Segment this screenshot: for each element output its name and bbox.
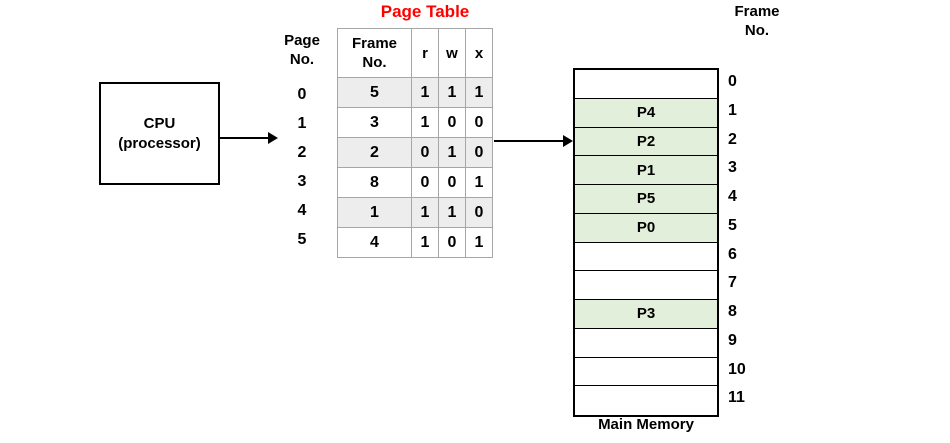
page-table-cell-x: 1 <box>465 167 493 198</box>
memory-frame-9 <box>575 328 717 358</box>
page-no-4: 4 <box>297 202 307 219</box>
page-no-1: 1 <box>297 115 307 132</box>
page-no-header-line2: No. <box>289 51 315 68</box>
memory-frame-4: P5 <box>575 185 717 214</box>
frame-no-header: Frame No. <box>718 2 796 40</box>
page-table-cell-x: 0 <box>465 197 493 228</box>
memory-frame-8: P3 <box>575 300 717 329</box>
page-table-cell-frame-no: 5 <box>337 77 412 108</box>
arrow-page-table-to-memory <box>494 140 565 142</box>
page-no-3: 3 <box>297 173 307 190</box>
table-row: 8 0 0 1 <box>337 167 493 198</box>
arrow-page-table-to-memory-head <box>563 135 573 147</box>
page-table-cell-r: 1 <box>411 107 439 138</box>
page-table-cell-w: 1 <box>438 197 466 228</box>
frame-no-7: 7 <box>728 274 737 292</box>
memory-frame-11 <box>575 386 717 415</box>
cpu-box: CPU (processor) <box>99 82 220 185</box>
page-table-cell-frame-no: 8 <box>337 167 412 198</box>
page-no-list: 0 1 2 3 4 5 <box>272 80 332 254</box>
table-row: 1 1 1 0 <box>337 197 493 228</box>
frame-no-header-line2: No. <box>744 22 770 39</box>
page-table-cell-r: 0 <box>411 167 439 198</box>
frame-no-8: 8 <box>728 303 737 320</box>
frame-no-3: 3 <box>728 159 737 177</box>
page-table-cell-r: 0 <box>411 137 439 168</box>
page-table-cell-r: 1 <box>411 197 439 228</box>
memory-frame-1: P4 <box>575 98 717 128</box>
table-row: 2 0 1 0 <box>337 137 493 168</box>
page-table-header-x: x <box>465 28 493 78</box>
main-memory-block: P4 P2 P1 P5 P0 P3 <box>573 68 719 417</box>
table-row: 5 1 1 1 <box>337 77 493 108</box>
main-memory-label: Main Memory <box>598 416 694 433</box>
frame-no-6: 6 <box>728 245 737 263</box>
page-no-5: 5 <box>297 231 307 248</box>
memory-frame-0 <box>575 70 717 99</box>
memory-frame-6 <box>575 242 717 272</box>
arrow-cpu-to-page-table-head <box>268 132 278 144</box>
page-table-cell-frame-no: 2 <box>337 137 412 168</box>
page-table-cell-frame-no: 1 <box>337 197 412 228</box>
frame-no-5: 5 <box>728 216 737 234</box>
page-table-cell-x: 1 <box>465 227 493 258</box>
page-table-cell-w: 0 <box>438 227 466 258</box>
page-table-cell-w: 0 <box>438 107 466 138</box>
page-table-header-row: Frame No. r w x <box>337 28 493 78</box>
frame-no-list: 0 1 2 3 4 5 6 7 8 9 10 11 <box>728 68 788 413</box>
page-table-cell-frame-no: 3 <box>337 107 412 138</box>
frame-col-header-line1: Frame <box>351 35 398 52</box>
page-table-cell-w: 1 <box>438 77 466 108</box>
frame-col-header-line2: No. <box>362 54 387 71</box>
page-no-2: 2 <box>297 144 307 161</box>
frame-no-1: 1 <box>728 101 737 119</box>
memory-frame-2: P2 <box>575 127 717 157</box>
frame-no-9: 9 <box>728 331 737 349</box>
page-table-cell-r: 1 <box>411 227 439 258</box>
page-no-header: Page No. <box>272 31 332 69</box>
page-table-cell-frame-no: 4 <box>337 227 412 258</box>
page-table-cell-r: 1 <box>411 77 439 108</box>
page-table-cell-w: 1 <box>438 137 466 168</box>
page-no-0: 0 <box>297 86 307 103</box>
page-table-title: Page Table <box>380 2 470 21</box>
page-table-header-w: w <box>438 28 466 78</box>
page-table-cell-x: 0 <box>465 137 493 168</box>
arrow-cpu-to-page-table <box>220 137 270 139</box>
frame-no-0: 0 <box>728 73 737 90</box>
memory-frame-5: P0 <box>575 213 717 243</box>
memory-frame-3: P1 <box>575 156 717 185</box>
page-table-cell-x: 0 <box>465 107 493 138</box>
page-table-cell-x: 1 <box>465 77 493 108</box>
page-table-cell-w: 0 <box>438 167 466 198</box>
memory-frame-10 <box>575 357 717 387</box>
page-table: Frame No. r w x 5 1 1 1 3 1 0 0 2 <box>337 28 493 258</box>
frame-no-10: 10 <box>728 360 746 378</box>
page-table-header-frame-no: Frame No. <box>337 28 412 78</box>
frame-no-2: 2 <box>728 130 737 148</box>
frame-no-11: 11 <box>728 389 745 407</box>
page-no-header-line1: Page <box>284 32 320 49</box>
cpu-label-line1: CPU <box>143 114 176 132</box>
memory-frame-7 <box>575 271 717 300</box>
page-table-header-r: r <box>411 28 439 78</box>
frame-no-header-line1: Frame <box>734 3 780 20</box>
table-row: 3 1 0 0 <box>337 107 493 138</box>
frame-no-4: 4 <box>728 188 737 205</box>
cpu-label-line2: (processor) <box>118 134 201 152</box>
table-row: 4 1 0 1 <box>337 227 493 258</box>
